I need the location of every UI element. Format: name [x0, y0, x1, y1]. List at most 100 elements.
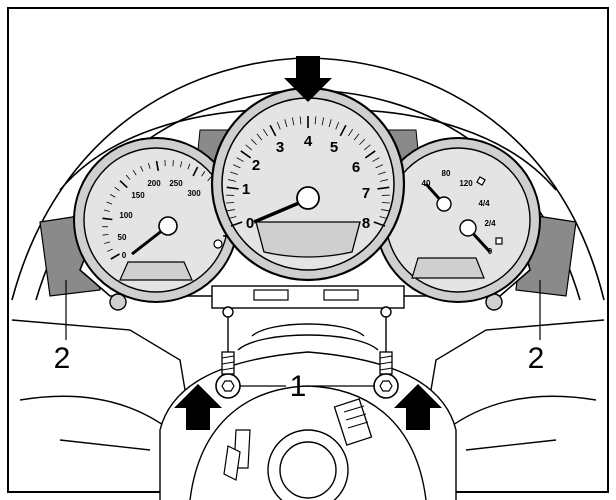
tachometer-tick — [228, 216, 237, 219]
speedometer-tick — [207, 176, 212, 182]
fuel-warning-icon — [495, 237, 503, 245]
connector-right — [323, 289, 359, 301]
callout-2-right: 2 — [528, 342, 545, 375]
speedometer-tick — [192, 166, 199, 177]
tacho-mark-6: 6 — [352, 159, 360, 176]
lower-dashboard — [11, 319, 605, 451]
left-screw — [215, 306, 241, 399]
tachometer-tick — [314, 116, 317, 125]
speedometer-reset-button — [213, 239, 223, 249]
connector-left — [253, 289, 289, 301]
tacho-mark-3: 3 — [276, 139, 284, 156]
left-arrow-icon — [174, 384, 222, 430]
tachometer-tick — [335, 121, 340, 130]
speedometer-tick — [140, 165, 144, 172]
speedometer-tick — [187, 163, 191, 170]
speedo-mark-300: 300 — [187, 189, 201, 198]
speedometer-tick — [110, 253, 120, 260]
speedometer-tick — [102, 233, 109, 236]
tachometer-hub — [296, 186, 320, 210]
tachometer-tick — [236, 157, 244, 162]
tachometer-tick — [375, 164, 384, 169]
tachometer: 0 1 2 3 4 5 6 7 8 — [210, 86, 406, 282]
tachometer-tick — [240, 150, 252, 159]
speedo-mark-100: 100 — [119, 211, 133, 220]
tachometer-needle — [253, 198, 307, 224]
fuel-mark-0: 0 — [488, 247, 493, 256]
clock-spring-contacts — [223, 429, 251, 481]
speedometer-tick — [180, 161, 183, 168]
wiring-connector — [333, 398, 373, 446]
tacho-mark-5: 5 — [330, 139, 338, 156]
speedometer-tick — [155, 160, 160, 171]
speedometer-tick — [102, 217, 113, 221]
speedometer-tick — [119, 180, 128, 189]
temp-mark-120: 120 — [459, 179, 473, 188]
speedometer-tick — [114, 186, 120, 192]
tachometer-tick — [359, 138, 366, 146]
tachometer-ticks — [226, 116, 390, 227]
tachometer-tick — [250, 138, 257, 146]
tachometer-tick — [380, 179, 388, 182]
tachometer-tick — [299, 116, 302, 125]
temp-warning-icon — [476, 176, 486, 186]
tachometer-tick — [269, 124, 277, 137]
tachometer-tick — [256, 133, 263, 141]
combination-gauge: 40 80 120 4/4 2/4 0 — [375, 137, 541, 303]
tachometer-tick — [339, 124, 347, 137]
speedometer-tick — [106, 248, 113, 252]
speedo-mark-250: 250 — [169, 179, 183, 188]
speedo-mark-0: 0 — [122, 251, 127, 260]
fuel-mark-4-4: 4/4 — [478, 199, 490, 208]
speedo-mark-200: 200 — [147, 179, 161, 188]
left-knob — [109, 293, 127, 311]
callout-leaders — [65, 280, 541, 387]
speedometer-hub — [158, 216, 178, 236]
tachometer-tick — [379, 216, 388, 219]
tachometer-tick — [245, 144, 252, 151]
tachometer-tick — [328, 119, 332, 128]
speedometer-tick — [103, 209, 110, 212]
temp-mark-80: 80 — [442, 169, 451, 178]
temp-mark-40: 40 — [422, 179, 431, 188]
tachometer-tick — [226, 209, 235, 212]
speedometer-tick — [147, 162, 151, 169]
speedometer-tick — [109, 193, 116, 198]
tachometer-tick — [291, 117, 295, 126]
fuel-hub — [459, 219, 477, 237]
tacho-mark-4: 4 — [304, 133, 313, 150]
callout-1-screws: 1 — [290, 370, 307, 403]
tacho-mark-0: 0 — [246, 215, 254, 232]
speedo-mark-150: 150 — [131, 191, 145, 200]
tachometer-tick — [381, 209, 390, 212]
tachometer-tick — [364, 144, 371, 151]
tachometer-display — [255, 221, 361, 258]
tachometer-tick — [228, 179, 236, 182]
tachometer-tick — [230, 171, 238, 175]
tachometer-tick — [276, 121, 281, 130]
tachometer-tick — [378, 171, 386, 175]
tacho-mark-2: 2 — [252, 157, 260, 174]
speedometer-display — [119, 261, 193, 281]
tachometer-tick — [321, 117, 325, 126]
tachometer-tick — [373, 221, 386, 227]
tachometer-tick — [284, 119, 288, 128]
speedometer-tick — [125, 174, 131, 180]
tachometer-tick — [232, 164, 241, 169]
mounting-bracket — [211, 285, 405, 309]
tachometer-tick — [230, 221, 243, 227]
tachometer-tick — [347, 129, 353, 137]
speedometer-tick — [201, 171, 206, 177]
tachometer-tick — [353, 133, 360, 141]
combination-display — [411, 257, 485, 279]
top-arrow-icon — [284, 56, 332, 102]
temp-hub — [436, 196, 452, 212]
right-screw — [373, 306, 399, 399]
tacho-mark-8: 8 — [362, 215, 370, 232]
speedometer-tick — [132, 169, 137, 176]
speedometer-tick — [104, 241, 111, 244]
callout-2-left: 2 — [54, 342, 71, 375]
tachometer-tick — [364, 150, 376, 159]
